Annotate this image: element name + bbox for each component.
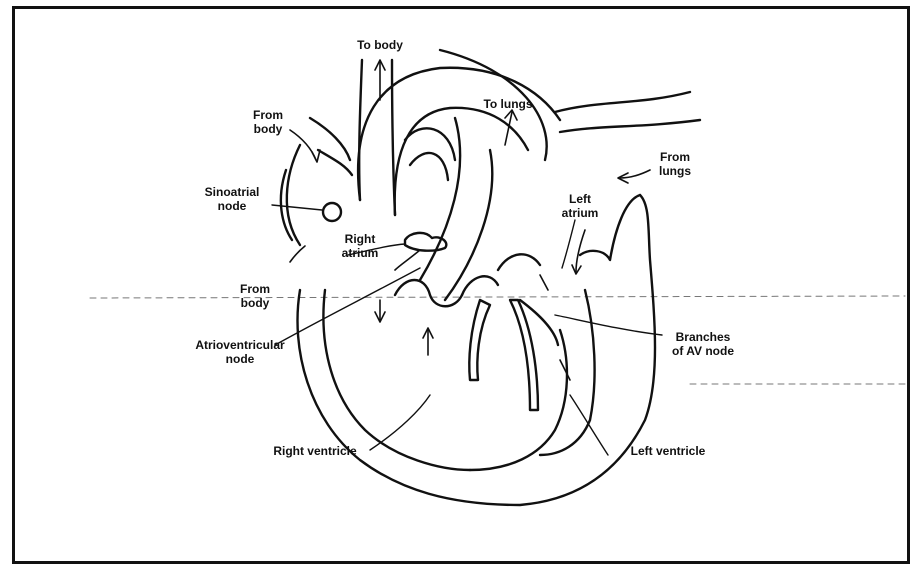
pulmonary-vein-bottom bbox=[560, 120, 700, 132]
atrial-fold-2 bbox=[462, 276, 498, 295]
atrial-fold-1 bbox=[395, 280, 462, 306]
pulmonary-trunk-left bbox=[420, 118, 460, 280]
vena-cava-left bbox=[359, 60, 362, 200]
label-branches-av-node: Branches of AV node bbox=[648, 330, 758, 358]
branch-arch-2 bbox=[410, 153, 448, 180]
av-branch-right bbox=[510, 300, 538, 410]
septum bbox=[470, 330, 567, 470]
pulmonary-vein-top bbox=[555, 92, 690, 112]
label-left-ventricle: Left ventricle bbox=[608, 444, 728, 458]
label-left-atrium: Left atrium bbox=[550, 192, 610, 220]
label-sinoatrial-node: Sinoatrial node bbox=[192, 185, 272, 213]
label-from-body-bottom: From body bbox=[225, 282, 285, 310]
label-from-lungs: From lungs bbox=[645, 150, 705, 178]
pulmonary-trunk-right bbox=[445, 150, 492, 300]
svc-curve-1 bbox=[287, 145, 300, 245]
av-branch-left bbox=[469, 300, 490, 380]
aorta-inner bbox=[395, 108, 528, 215]
atrial-fold-3 bbox=[498, 254, 540, 270]
label-right-atrium: Right atrium bbox=[330, 232, 390, 260]
label-to-body: To body bbox=[340, 38, 420, 52]
label-to-lungs: To lungs bbox=[468, 97, 548, 111]
label-atrioventricular-node: Atrioventricular node bbox=[180, 338, 300, 366]
sinoatrial-node-circle bbox=[323, 203, 341, 221]
label-from-body-top: From body bbox=[238, 108, 298, 136]
label-right-ventricle: Right ventricle bbox=[255, 444, 375, 458]
heart-inner-wall bbox=[323, 290, 470, 470]
branch-arch-1 bbox=[405, 128, 455, 160]
from-body-vessel-1 bbox=[310, 118, 350, 160]
